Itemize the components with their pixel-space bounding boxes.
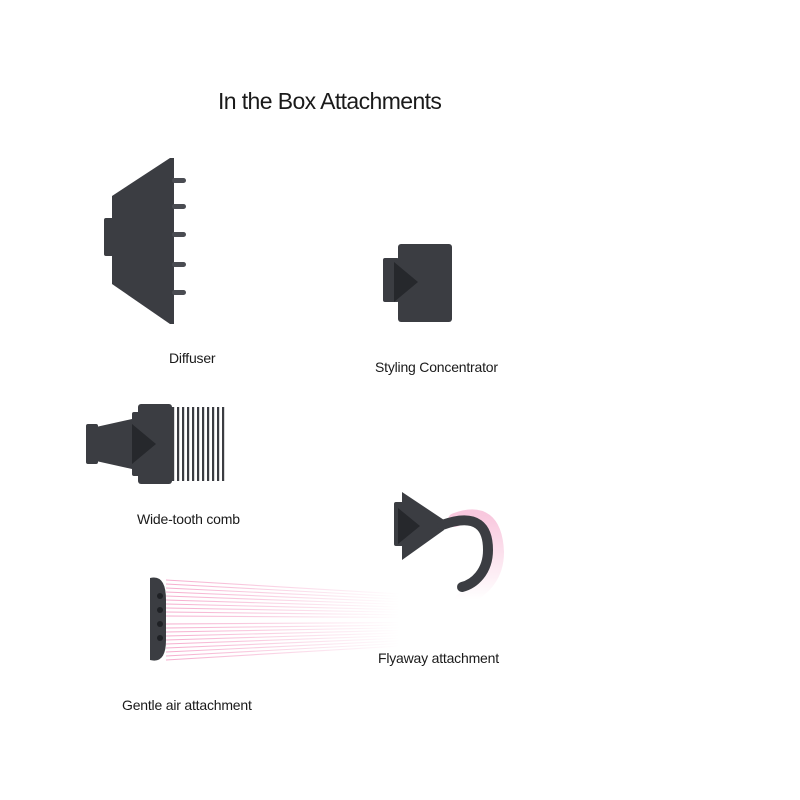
diffuser-airflow (172, 161, 268, 319)
gentle-air-attachment-icon (150, 577, 401, 661)
wide-tooth-comb-icon (86, 404, 390, 484)
diffuser-icon (104, 158, 268, 324)
gentle-air-attachment-airflow (165, 579, 401, 661)
wide-tooth-comb-airflow (172, 411, 390, 479)
page-title: In the Box Attachments (218, 88, 442, 114)
diffuser-label: Diffuser (169, 350, 216, 366)
flyaway-attachment-icon (394, 492, 505, 607)
styling-concentrator-icon (383, 244, 720, 322)
flyaway-attachment-label: Flyaway attachment (378, 650, 499, 666)
gentle-air-attachment-label: Gentle air attachment (122, 697, 252, 713)
wide-tooth-comb-label: Wide-tooth comb (137, 511, 240, 527)
styling-concentrator-airflow (450, 249, 720, 317)
styling-concentrator-label: Styling Concentrator (375, 359, 498, 375)
